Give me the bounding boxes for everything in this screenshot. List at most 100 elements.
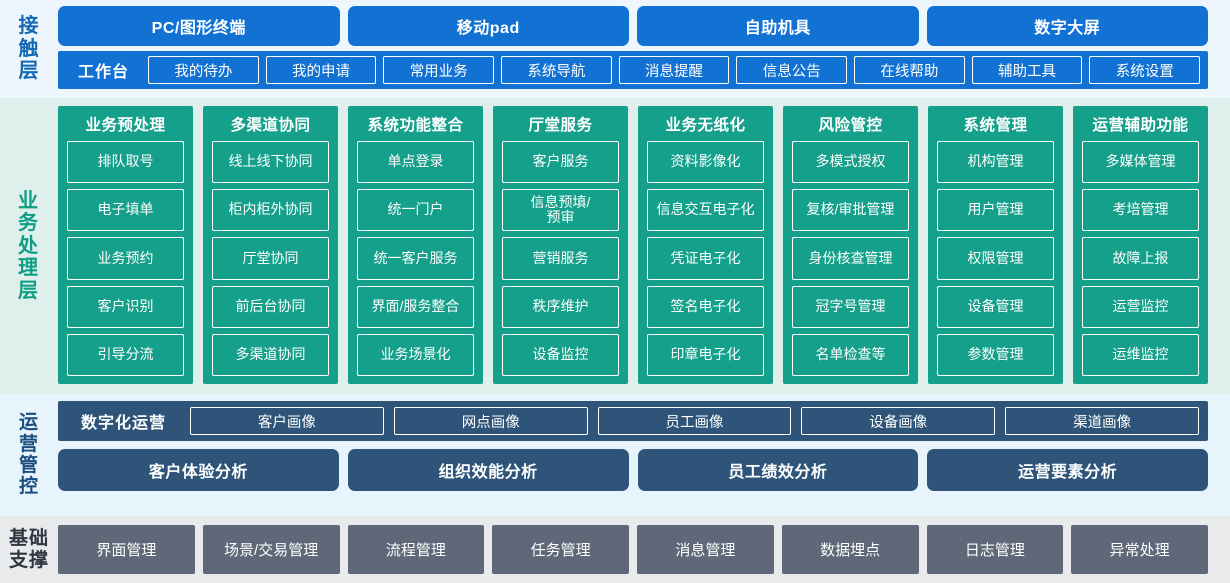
business-item[interactable]: 信息预填/ 预审	[502, 189, 619, 232]
analysis-organization-efficiency[interactable]: 组织效能分析	[347, 449, 629, 491]
business-column: 系统管理机构管理用户管理权限管理设备管理参数管理	[928, 106, 1063, 384]
base-item-process-management[interactable]: 流程管理	[347, 525, 485, 574]
business-item[interactable]: 业务场景化	[357, 333, 474, 377]
business-item[interactable]: 复核/审批管理	[792, 189, 909, 232]
business-item[interactable]: 业务预约	[67, 237, 184, 280]
business-item[interactable]: 签名电子化	[647, 285, 764, 328]
portrait-channel[interactable]: 渠道画像	[1005, 407, 1199, 435]
business-item[interactable]: 运营监控	[1082, 285, 1199, 328]
workbench-row: 工作台 我的待办 我的申请 常用业务 系统导航 消息提醒 信息公告 在线帮助 辅…	[58, 51, 1208, 89]
business-item[interactable]: 身份核查管理	[792, 237, 909, 280]
workbench-item-system-navigation[interactable]: 系统导航	[501, 56, 612, 84]
business-item[interactable]: 设备监控	[502, 333, 619, 377]
channel-button-mobile-pad[interactable]: 移动pad	[347, 6, 629, 46]
business-column: 风险管控多模式授权复核/审批管理身份核查管理冠字号管理名单检查等	[783, 106, 918, 384]
workbench-item-announcement[interactable]: 信息公告	[736, 56, 848, 84]
business-item[interactable]: 前后台协同	[212, 285, 329, 328]
business-item-list: 机构管理用户管理权限管理设备管理参数管理	[937, 141, 1054, 377]
business-item-list: 线上线下协同柜内柜外协同厅堂协同前后台协同多渠道协同	[212, 141, 329, 377]
business-column-title: 业务无纸化	[665, 117, 746, 134]
workbench-item-auxiliary-tools[interactable]: 辅助工具	[971, 56, 1083, 84]
workbench-item-online-help[interactable]: 在线帮助	[854, 56, 965, 84]
base-item-scenario-transaction-management[interactable]: 场景/交易管理	[202, 525, 340, 574]
layer-label-operations: 运 营 管 控	[0, 394, 58, 516]
business-column: 运营辅助功能多媒体管理考培管理故障上报运营监控运维监控	[1073, 106, 1208, 384]
analysis-row: 客户体验分析 组织效能分析 员工绩效分析 运营要素分析	[58, 449, 1208, 491]
business-item-list: 单点登录统一门户统一客户服务界面/服务整合业务场景化	[357, 141, 474, 377]
business-item[interactable]: 考培管理	[1082, 189, 1199, 232]
business-item[interactable]: 资料影像化	[647, 141, 764, 184]
business-item[interactable]: 统一门户	[357, 189, 474, 232]
business-item[interactable]: 多模式授权	[792, 141, 909, 184]
business-layer-body: 业务预处理排队取号电子填单业务预约客户识别引导分流多渠道协同线上线下协同柜内柜外…	[58, 98, 1230, 394]
business-item[interactable]: 运维监控	[1082, 333, 1199, 377]
business-item[interactable]: 权限管理	[937, 237, 1054, 280]
business-item[interactable]: 秩序维护	[502, 285, 619, 328]
channel-button-digital-screen[interactable]: 数字大屏	[926, 6, 1208, 46]
base-item-ui-management[interactable]: 界面管理	[58, 525, 195, 574]
business-item[interactable]: 名单检查等	[792, 333, 909, 377]
business-column-title: 系统功能整合	[367, 117, 464, 134]
layer-label-char: 接	[18, 15, 40, 38]
business-item[interactable]: 机构管理	[937, 141, 1054, 184]
business-item[interactable]: 参数管理	[937, 333, 1054, 377]
business-item[interactable]: 界面/服务整合	[357, 285, 474, 328]
base-item-message-management[interactable]: 消息管理	[637, 525, 774, 574]
layer-label-char: 业	[18, 190, 40, 213]
layer-label-contact: 接 触 层	[0, 0, 58, 98]
business-item[interactable]: 营销服务	[502, 237, 619, 280]
workbench-item-my-todo[interactable]: 我的待办	[148, 56, 259, 84]
layer-label-char: 层	[18, 60, 40, 83]
business-item-list: 多模式授权复核/审批管理身份核查管理冠字号管理名单检查等	[792, 141, 909, 377]
layer-business: 业 务 处 理 层 业务预处理排队取号电子填单业务预约客户识别引导分流多渠道协同…	[0, 98, 1230, 394]
business-item[interactable]: 排队取号	[67, 141, 184, 184]
workbench-item-my-application[interactable]: 我的申请	[265, 56, 377, 84]
analysis-customer-experience[interactable]: 客户体验分析	[58, 449, 339, 491]
base-item-exception-handling[interactable]: 异常处理	[1071, 525, 1208, 574]
business-item-list: 排队取号电子填单业务预约客户识别引导分流	[67, 141, 184, 377]
portrait-device[interactable]: 设备画像	[801, 407, 996, 435]
business-item[interactable]: 设备管理	[937, 285, 1054, 328]
business-item[interactable]: 故障上报	[1082, 237, 1199, 280]
business-item[interactable]: 印章电子化	[647, 333, 764, 377]
workbench-item-common-business[interactable]: 常用业务	[383, 56, 495, 84]
channel-button-pc[interactable]: PC/图形终端	[58, 6, 340, 46]
business-item[interactable]: 柜内柜外协同	[212, 189, 329, 232]
business-column: 业务无纸化资料影像化信息交互电子化凭证电子化签名电子化印章电子化	[638, 106, 773, 384]
layer-label-char: 支撑	[8, 549, 49, 571]
base-item-log-management[interactable]: 日志管理	[926, 525, 1064, 574]
base-item-task-management[interactable]: 任务管理	[492, 525, 629, 574]
layer-label-char: 控	[18, 476, 39, 498]
channel-button-self-service[interactable]: 自助机具	[637, 6, 919, 46]
layer-label-char: 务	[18, 212, 40, 235]
business-item[interactable]: 用户管理	[937, 189, 1054, 232]
base-item-data-tracking[interactable]: 数据埋点	[781, 525, 919, 574]
business-item[interactable]: 单点登录	[357, 141, 474, 184]
workbench-item-message-reminder[interactable]: 消息提醒	[618, 56, 730, 84]
business-item[interactable]: 厅堂协同	[212, 237, 329, 280]
digital-operations-title: 数字化运营	[81, 415, 167, 432]
business-column-title: 风险管控	[818, 117, 883, 134]
business-item[interactable]: 信息交互电子化	[647, 189, 764, 232]
analysis-operation-factor[interactable]: 运营要素分析	[927, 449, 1208, 491]
business-item[interactable]: 客户识别	[67, 285, 184, 328]
portrait-branch[interactable]: 网点画像	[393, 407, 588, 435]
business-item[interactable]: 统一客户服务	[357, 237, 474, 280]
business-item[interactable]: 多媒体管理	[1082, 141, 1199, 184]
digital-operations-row: 数字化运营 客户画像 网点画像 员工画像 设备画像 渠道画像	[58, 401, 1208, 441]
layer-label-char: 触	[18, 37, 40, 60]
business-item[interactable]: 线上线下协同	[212, 141, 329, 184]
business-item[interactable]: 凭证电子化	[647, 237, 764, 280]
business-item[interactable]: 客户服务	[502, 141, 619, 184]
business-column-title: 业务预处理	[85, 117, 166, 134]
portrait-employee[interactable]: 员工画像	[597, 407, 792, 435]
layer-label-char: 管	[18, 455, 39, 476]
business-item[interactable]: 电子填单	[67, 189, 184, 232]
analysis-employee-performance[interactable]: 员工绩效分析	[637, 449, 919, 491]
business-item[interactable]: 引导分流	[67, 333, 184, 377]
base-item-row: 界面管理 场景/交易管理 流程管理 任务管理 消息管理 数据埋点 日志管理 异常…	[58, 525, 1208, 574]
business-item[interactable]: 多渠道协同	[212, 333, 329, 377]
workbench-item-system-settings[interactable]: 系统设置	[1089, 56, 1201, 84]
portrait-customer[interactable]: 客户画像	[190, 407, 384, 435]
business-item[interactable]: 冠字号管理	[792, 285, 909, 328]
